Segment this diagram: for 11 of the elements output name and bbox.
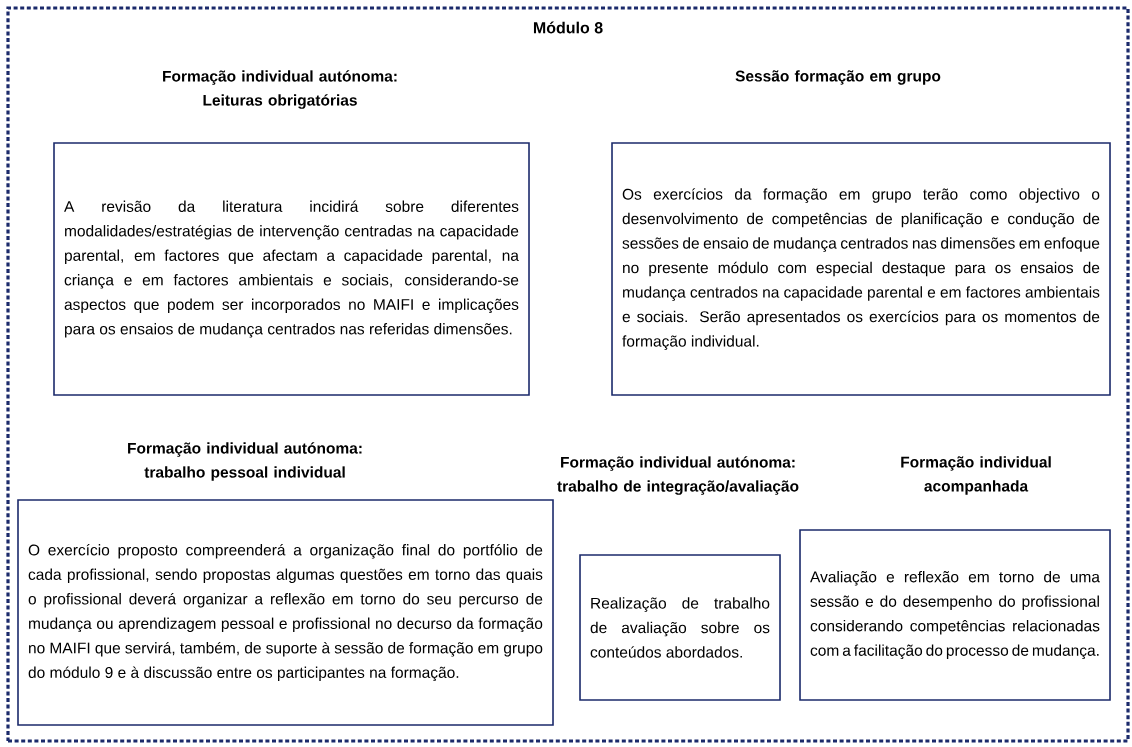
box-heading: Formação individual acompanhada <box>901 456 1051 495</box>
box-heading: Formação individual autónoma: trabalho pessoal individual <box>128 442 362 481</box>
text-box: Realização de trabalho de avaliação sobre os conteúdos abordados. <box>579 554 781 701</box>
text-box: Avaliação e reflexão em torno de uma sessão e do desempenho do profissional considerando competências relacionadas com a facilitação do processo de mudança. <box>799 529 1111 701</box>
box-heading: Formação individual autónoma: trabalho de integração/avaliação <box>557 456 799 495</box>
box-heading: Sessão formação em grupo <box>735 70 941 85</box>
text-box: A revisão da literatura incidirá sobre diferentes modalidades/estratégias de intervenção centradas na capacidade parental, em factores que afectam a capacidade parental, na criança e em factores ambientais e sociais, considerando-se aspectos que podem ser incorporados no MAIFI e implicações para os ensaios de mudança centrados nas referidas dimensões. <box>53 142 530 396</box>
box-heading: Formação individual autónoma: Leituras obrigatórias <box>163 70 397 109</box>
text-box: Os exercícios da formação em grupo terão como objectivo o desenvolvimento de competências de planificação e condução de sessões de ensaio de mudança centrados nas dimensões em enfoque no presente módulo com especial destaque para os ensaios de mudança centrados na capacidade parental e em factores ambientais e sociais. Serão apresentados os exercícios para os momentos de formação individual. <box>611 142 1111 396</box>
module-title: Módulo 8 <box>533 21 603 34</box>
text-box: O exercício proposto compreenderá a organização final do portfólio de cada profissional, sendo propostas algumas questões em torno das quais o profissional deverá organizar a reflexão em torno do seu percurso de mudança ou aprendizagem pessoal e profissional no decurso da formação no MAIFI que servirá, também, de suporte à sessão de formação em grupo do módulo 9 e à discussão entre os participantes na formação. <box>17 499 554 726</box>
